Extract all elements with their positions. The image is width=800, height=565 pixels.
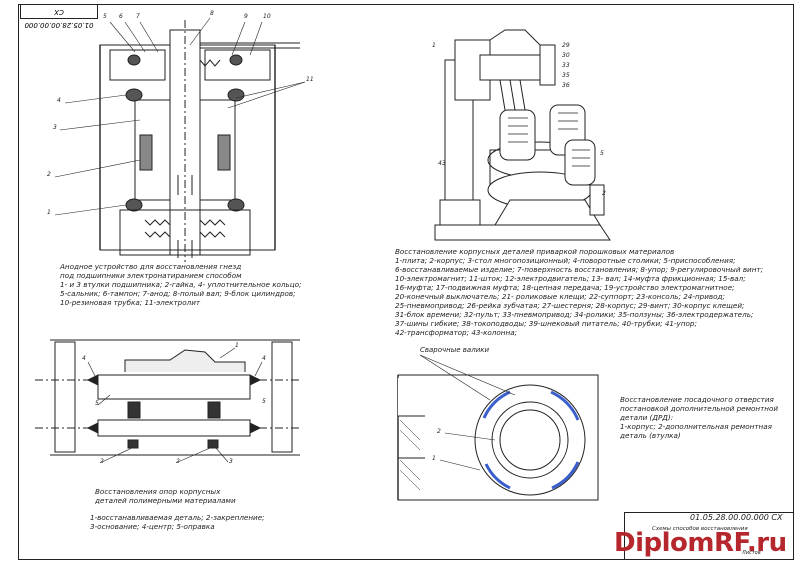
fig3-caption-line-1: Восстановление корпусных деталей приварк…	[395, 247, 675, 256]
fig3-num-35: 35	[562, 72, 570, 79]
fig3-caption-line-7: 25-пневмопривод; 26-рейка зубчатая; 27-ш…	[395, 301, 745, 310]
fig2-num-5-right: 5	[262, 398, 266, 405]
fig2-polymer-supports	[35, 339, 300, 463]
fig3-caption-line-6: 20-конечный выключатель; 21- роликовые к…	[395, 292, 725, 301]
fig3-num-30: 30	[562, 52, 570, 59]
fig1-caption-line-2: под подшипники электронатиранием способо…	[60, 271, 242, 280]
fig2-caption-line-3: 1-восстанавливаемая деталь; 2-закреплени…	[90, 513, 265, 522]
fig1-num-8: 8	[210, 10, 214, 17]
fig4-caption-line-1: Восстановление посадочного отверстия	[620, 395, 774, 404]
fig3-num-36: 36	[562, 82, 570, 89]
fig1-caption-line-3: 1- и 3 втулки подшипника; 2-гайка, 4- уп…	[60, 280, 302, 289]
fig3-caption-line-2: 1-плита; 2-корпус; 3-стол многопозиционн…	[395, 256, 736, 265]
fig4-caption-line-3: детали (ДРД):	[620, 413, 674, 422]
fig1-num-2: 2	[47, 171, 51, 178]
left-margin-strip	[4, 280, 19, 560]
title-block-desc: Схемы способов восстановления	[652, 526, 748, 532]
fig4-num-2: 2	[437, 428, 441, 435]
fig4-caption-line-2: постановкой дополнительной ремонтной	[620, 404, 779, 413]
fig1-num-11: 11	[306, 76, 314, 83]
fig3-caption-line-8: 31-блок времени; 32-пульт; 33-пневмоприв…	[395, 310, 754, 319]
rotated-code-stamp: 01.05.28.00.00.000 СХ	[20, 4, 98, 29]
fig3-caption-line-9: 37-шины гибкие; 38-токоподводы; 39-шнеко…	[395, 319, 697, 328]
fig4-caption-line-4: 1-корпус; 2-дополнительная ремонтная	[620, 422, 772, 431]
title-block	[624, 512, 794, 560]
fig3-num-2: 2	[602, 190, 606, 197]
fig4-weld-label: Сварочные валики	[420, 346, 490, 354]
title-block-code: 01.05.28.00.00.000 СХ	[690, 513, 783, 522]
title-block-sheet: Листов	[742, 550, 761, 556]
fig3-num-29: 29	[562, 42, 570, 49]
fig3-caption-line-3: 6-восстанавливаемые изделие; 7-поверхнос…	[395, 265, 764, 274]
fig3-caption-line-10: 42-трансформатор; 43-колонна;	[395, 328, 518, 337]
fig1-caption-line-1: Анодное устройство для восстановления гн…	[60, 262, 242, 271]
fig1-num-9: 9	[244, 13, 248, 20]
fig1-num-1: 1	[47, 209, 51, 216]
fig3-num-33: 33	[562, 62, 570, 69]
fig3-welding-machine	[434, 29, 611, 241]
fig1-num-5: 5	[103, 13, 107, 20]
fig1-caption-line-4: 5-сальник; 6-тампон; 7-анод; 8-полый вал…	[60, 289, 296, 298]
fig2-num-4-right: 4	[262, 355, 266, 362]
fig2-caption-line-4: 3-основание; 4-центр; 5-оправка	[90, 522, 215, 531]
fig2-num-3: 3	[229, 458, 233, 465]
fig1-num-6: 6	[119, 13, 123, 20]
fig3-num-1: 1	[432, 42, 436, 49]
fig1-anode-device	[54, 17, 306, 262]
fig4-caption-line-5: деталь (втулка)	[620, 431, 681, 440]
fig2-caption-line-2: деталей полимерными материалами	[95, 496, 236, 505]
fig1-num-4: 4	[57, 97, 61, 104]
fig4-repair-sleeve	[397, 354, 599, 501]
fig1-num-3: 3	[53, 124, 57, 131]
fig3-caption-line-5: 16-муфта; 17-подвижная муфта; 18-цепная …	[395, 283, 735, 292]
fig2-num-2-left: 2	[100, 458, 104, 465]
fig2-caption-line-1: Восстановления опор корпусных	[95, 487, 221, 496]
fig1-num-10: 10	[263, 13, 271, 20]
fig4-num-1: 1	[432, 455, 436, 462]
watermark-logo: DiplomRF.ru	[614, 528, 787, 558]
fig2-num-5-left: 5	[95, 400, 99, 407]
fig2-num-2-right: 2	[176, 458, 180, 465]
fig3-num-43: 43	[438, 160, 446, 167]
fig1-num-7: 7	[136, 13, 140, 20]
fig2-num-1: 1	[235, 342, 239, 349]
fig1-caption-line-5: 10-резиновая трубка; 11-электролит	[60, 298, 201, 307]
fig3-num-5: 5	[600, 150, 604, 157]
fig3-caption-line-4: 10-электромагнит; 11-шток; 12-электродви…	[395, 274, 746, 283]
fig2-num-4-left: 4	[82, 355, 86, 362]
